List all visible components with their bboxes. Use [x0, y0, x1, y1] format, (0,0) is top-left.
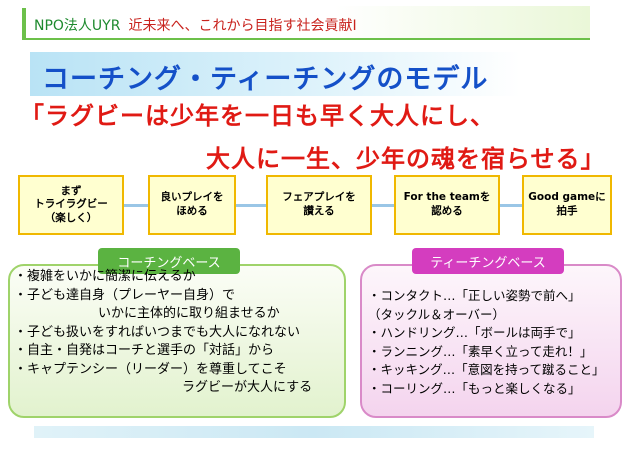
coaching-panel: [8, 264, 346, 418]
teaching-item: ・コーリング…「もっと楽しくなる」: [368, 380, 581, 396]
coaching-item: ・子ども達自身（プレーヤー自身）で: [14, 287, 236, 303]
header-text: NPO法人UYR 近未来へ、これから目指す社会貢献Ⅰ: [34, 15, 357, 35]
coaching-item: ラグビーが大人にする: [182, 380, 313, 395]
teaching-item: ・コンタクト…「正しい姿勢で前へ」: [368, 288, 581, 303]
page-title: コーチング・ティーチングのモデル: [42, 64, 489, 95]
coaching-item: ・自主・自発はコーチと選手の「対話」から: [14, 343, 275, 358]
teaching-item: ・ハンドリング…「ボールは両手で」: [368, 325, 581, 340]
step-box-5: Good gameに 拍手: [522, 175, 612, 235]
coaching-item: ・子ども扱いをすればいつまでも大人になれない: [14, 324, 301, 340]
teaching-label: ティーチングベース: [412, 248, 564, 274]
coaching-list: ・複雑をいかに簡潔に伝えるか ・子ども達自身（プレーヤー自身）で いかに主体的に…: [14, 268, 312, 398]
teaching-item: ・ランニング…「素早く立って走れ！」: [368, 343, 593, 359]
step-box-3: フェアプレイを 讃える: [266, 175, 372, 235]
teaching-item: ・キッキング…「意図を持って蹴ること」: [368, 362, 605, 377]
title-banner: コーチング・ティーチングのモデル: [30, 52, 520, 96]
header-subtitle: 近未来へ、これから目指す社会貢献Ⅰ: [128, 18, 357, 34]
teaching-item: （タックル＆オーバー）: [368, 306, 506, 322]
coaching-item: ・キャプテンシー（リーダー）を尊重してこそ: [14, 361, 287, 377]
org-name: NPO法人UYR: [34, 18, 121, 34]
coaching-item: ・複雑をいかに簡潔に伝えるか: [14, 269, 196, 284]
coaching-label: コーチングベース: [98, 248, 240, 274]
footer-bar: [34, 426, 594, 438]
step-box-1: まず トライラグビー （楽しく）: [18, 175, 124, 235]
quote-line-1: 「ラグビーは少年を一日も早く大人にし、: [20, 102, 495, 130]
header-bar: NPO法人UYR 近未来へ、これから目指す社会貢献Ⅰ: [22, 6, 590, 40]
step-box-2: 良いプレイを ほめる: [148, 175, 236, 235]
step-box-4: For the teamを 認める: [394, 175, 500, 235]
quote-line-2: 大人に一生、少年の魂を宿らせる」: [206, 145, 606, 173]
coaching-item: いかに主体的に取り組ませるか: [98, 306, 280, 321]
teaching-list: ・コンタクト…「正しい姿勢で前へ」 （タックル＆オーバー） ・ハンドリング…「ボ…: [368, 287, 605, 398]
